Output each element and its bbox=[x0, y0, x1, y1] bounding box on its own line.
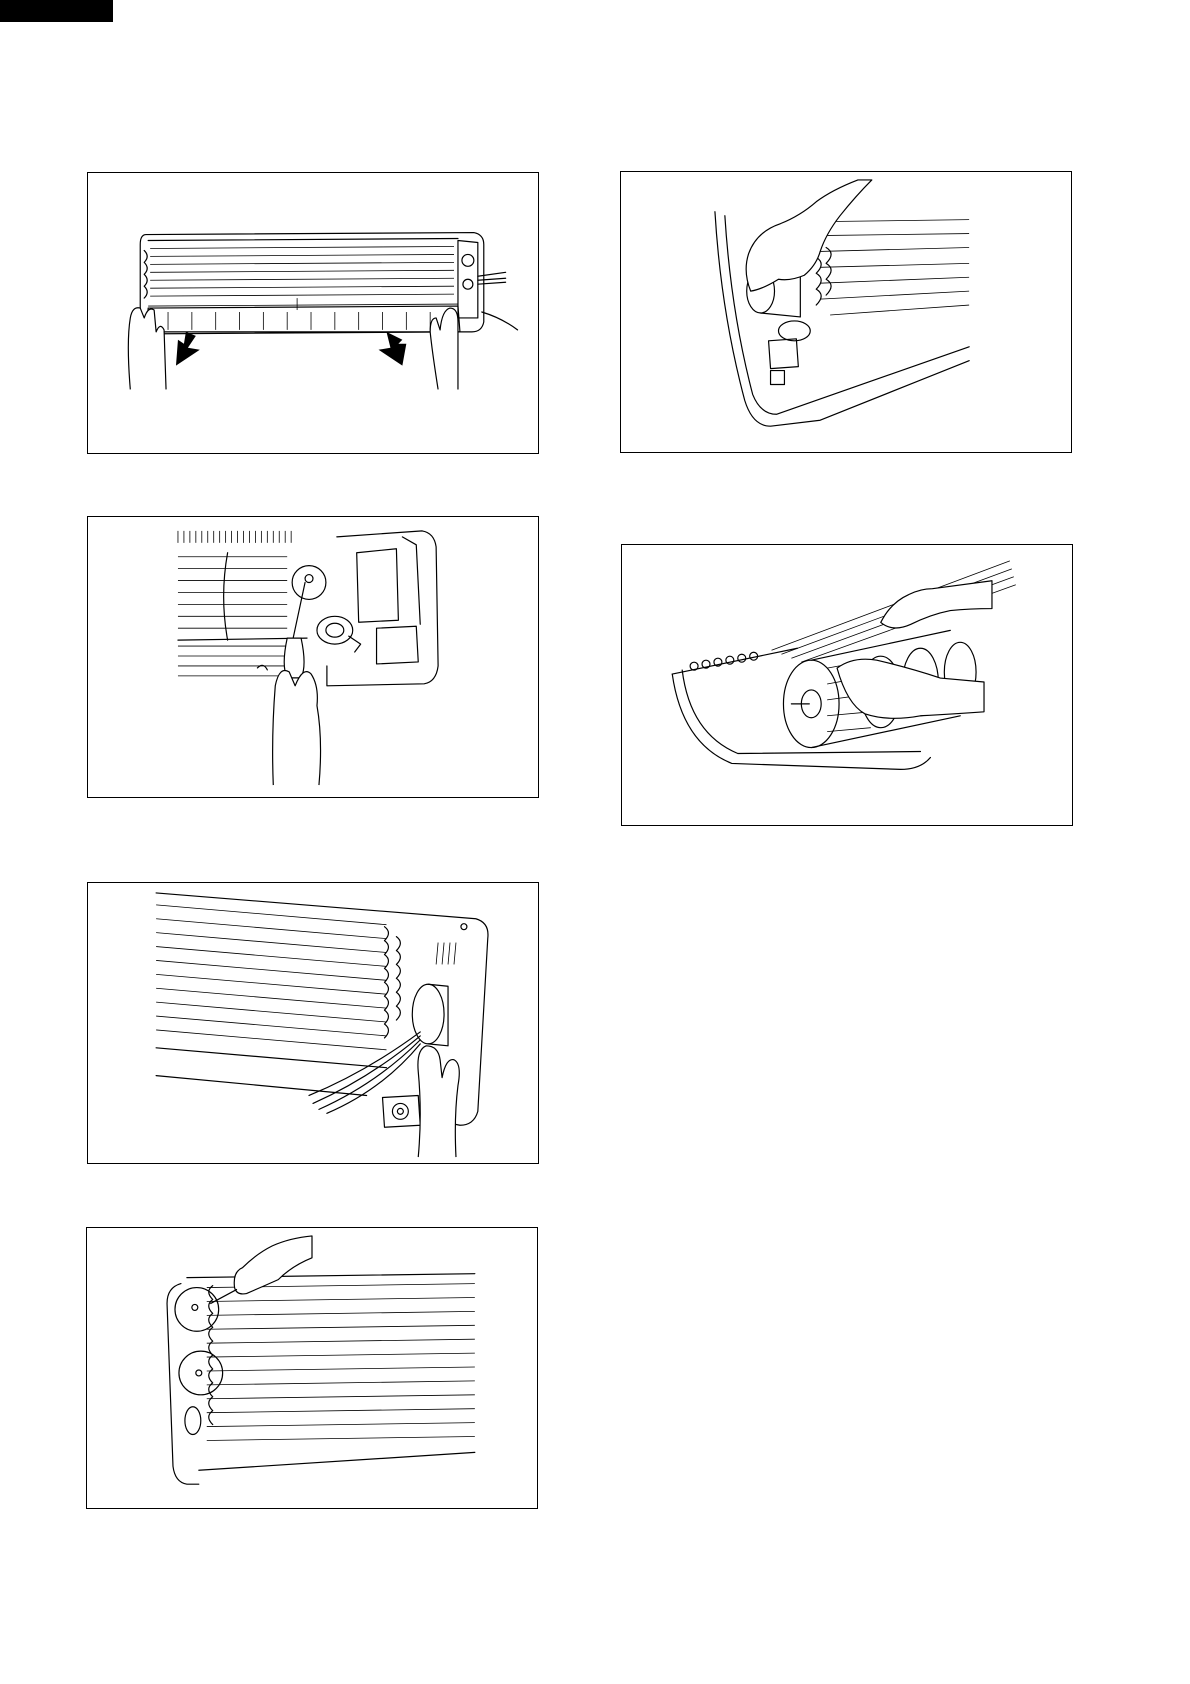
figure-evaporator-screws bbox=[86, 1227, 538, 1509]
evaporator-wires-illustration bbox=[88, 883, 538, 1163]
lift-evaporator-illustration bbox=[621, 172, 1071, 452]
left-hand bbox=[128, 308, 166, 390]
arrow-down-left bbox=[176, 332, 200, 366]
hand-with-screwdriver bbox=[234, 1236, 312, 1294]
hand-on-motor bbox=[418, 1046, 459, 1157]
screw-callout-bottom bbox=[179, 1351, 223, 1395]
screwdriver-illustration bbox=[88, 517, 538, 797]
remove-fan-illustration bbox=[622, 545, 1072, 825]
figure-front-panel-pull bbox=[87, 172, 539, 454]
figure-screwdriver-screw bbox=[87, 516, 539, 798]
front-panel-pull-illustration bbox=[88, 173, 538, 453]
figure-lift-evaporator bbox=[620, 171, 1072, 453]
hand-holding-fan bbox=[837, 659, 984, 718]
hand-lifting-evaporator bbox=[746, 180, 872, 291]
hand-holding-top bbox=[881, 581, 992, 628]
figure-remove-fan bbox=[621, 544, 1073, 826]
header-black-tab bbox=[0, 0, 113, 22]
evaporator-screws-illustration bbox=[87, 1228, 537, 1508]
right-hand bbox=[430, 308, 458, 389]
arrow-down-right bbox=[379, 332, 407, 366]
figure-evaporator-wires bbox=[87, 882, 539, 1164]
hand-holding-screwdriver bbox=[273, 671, 321, 786]
